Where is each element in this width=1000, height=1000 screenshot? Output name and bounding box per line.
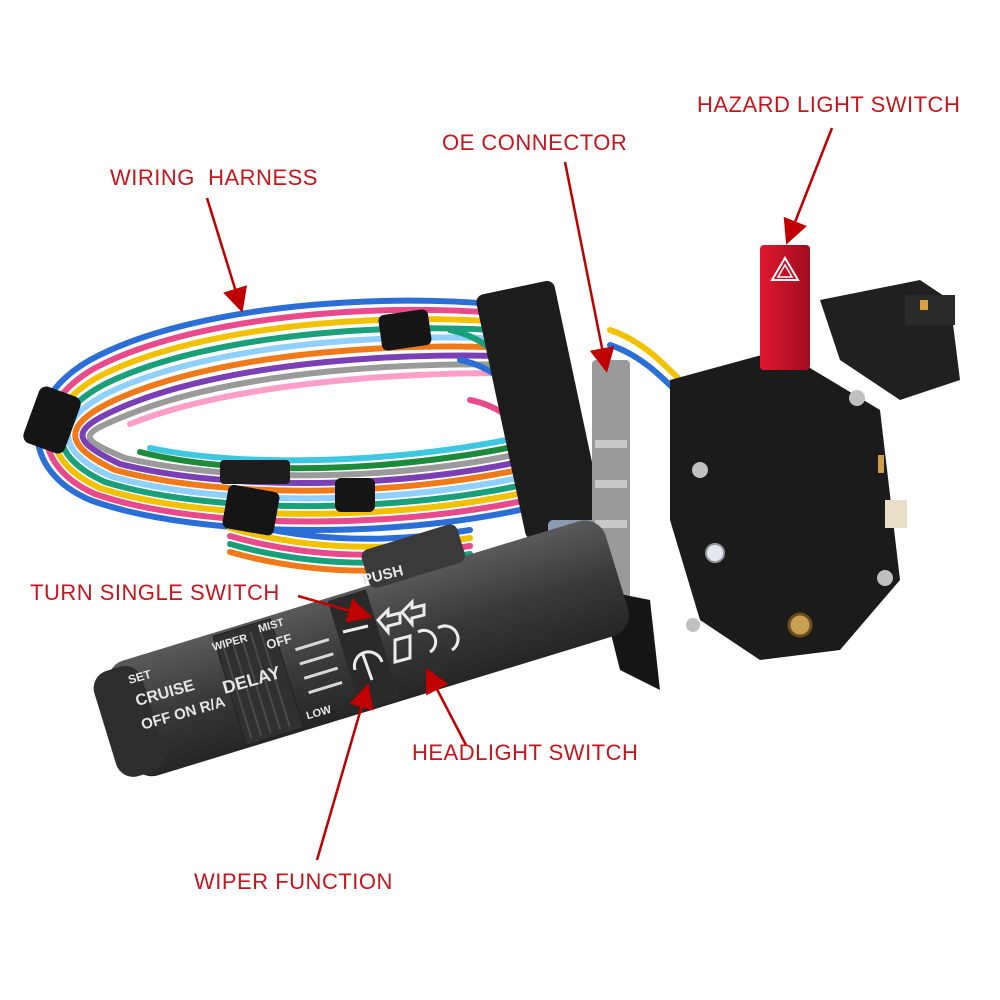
callout-arrows [205,127,834,861]
turn-signal-lever [93,520,629,777]
wiper-function-label: WIPER FUNCTION [194,869,393,894]
switch-body [600,280,960,690]
hazard-arrow [783,127,834,245]
turn-signal-switch-label: TURN SINGLE SWITCH [30,580,280,605]
oe-connector-arrow [563,161,615,373]
headlight-switch-label: HEADLIGHT SWITCH [412,740,639,765]
hazard-button [760,245,810,370]
wiring-harness-label: WIRING HARNESS [110,165,318,190]
turn-signal-arrow [297,594,373,623]
oe-connector-label: OE CONNECTOR [442,130,628,155]
wiper-arrow [315,683,374,861]
hazard-switch-label: HAZARD LIGHT SWITCH [697,92,961,117]
wiring-harness-arrow [205,197,248,313]
lever-symbols [342,598,460,681]
headlight-arrow [425,667,468,746]
